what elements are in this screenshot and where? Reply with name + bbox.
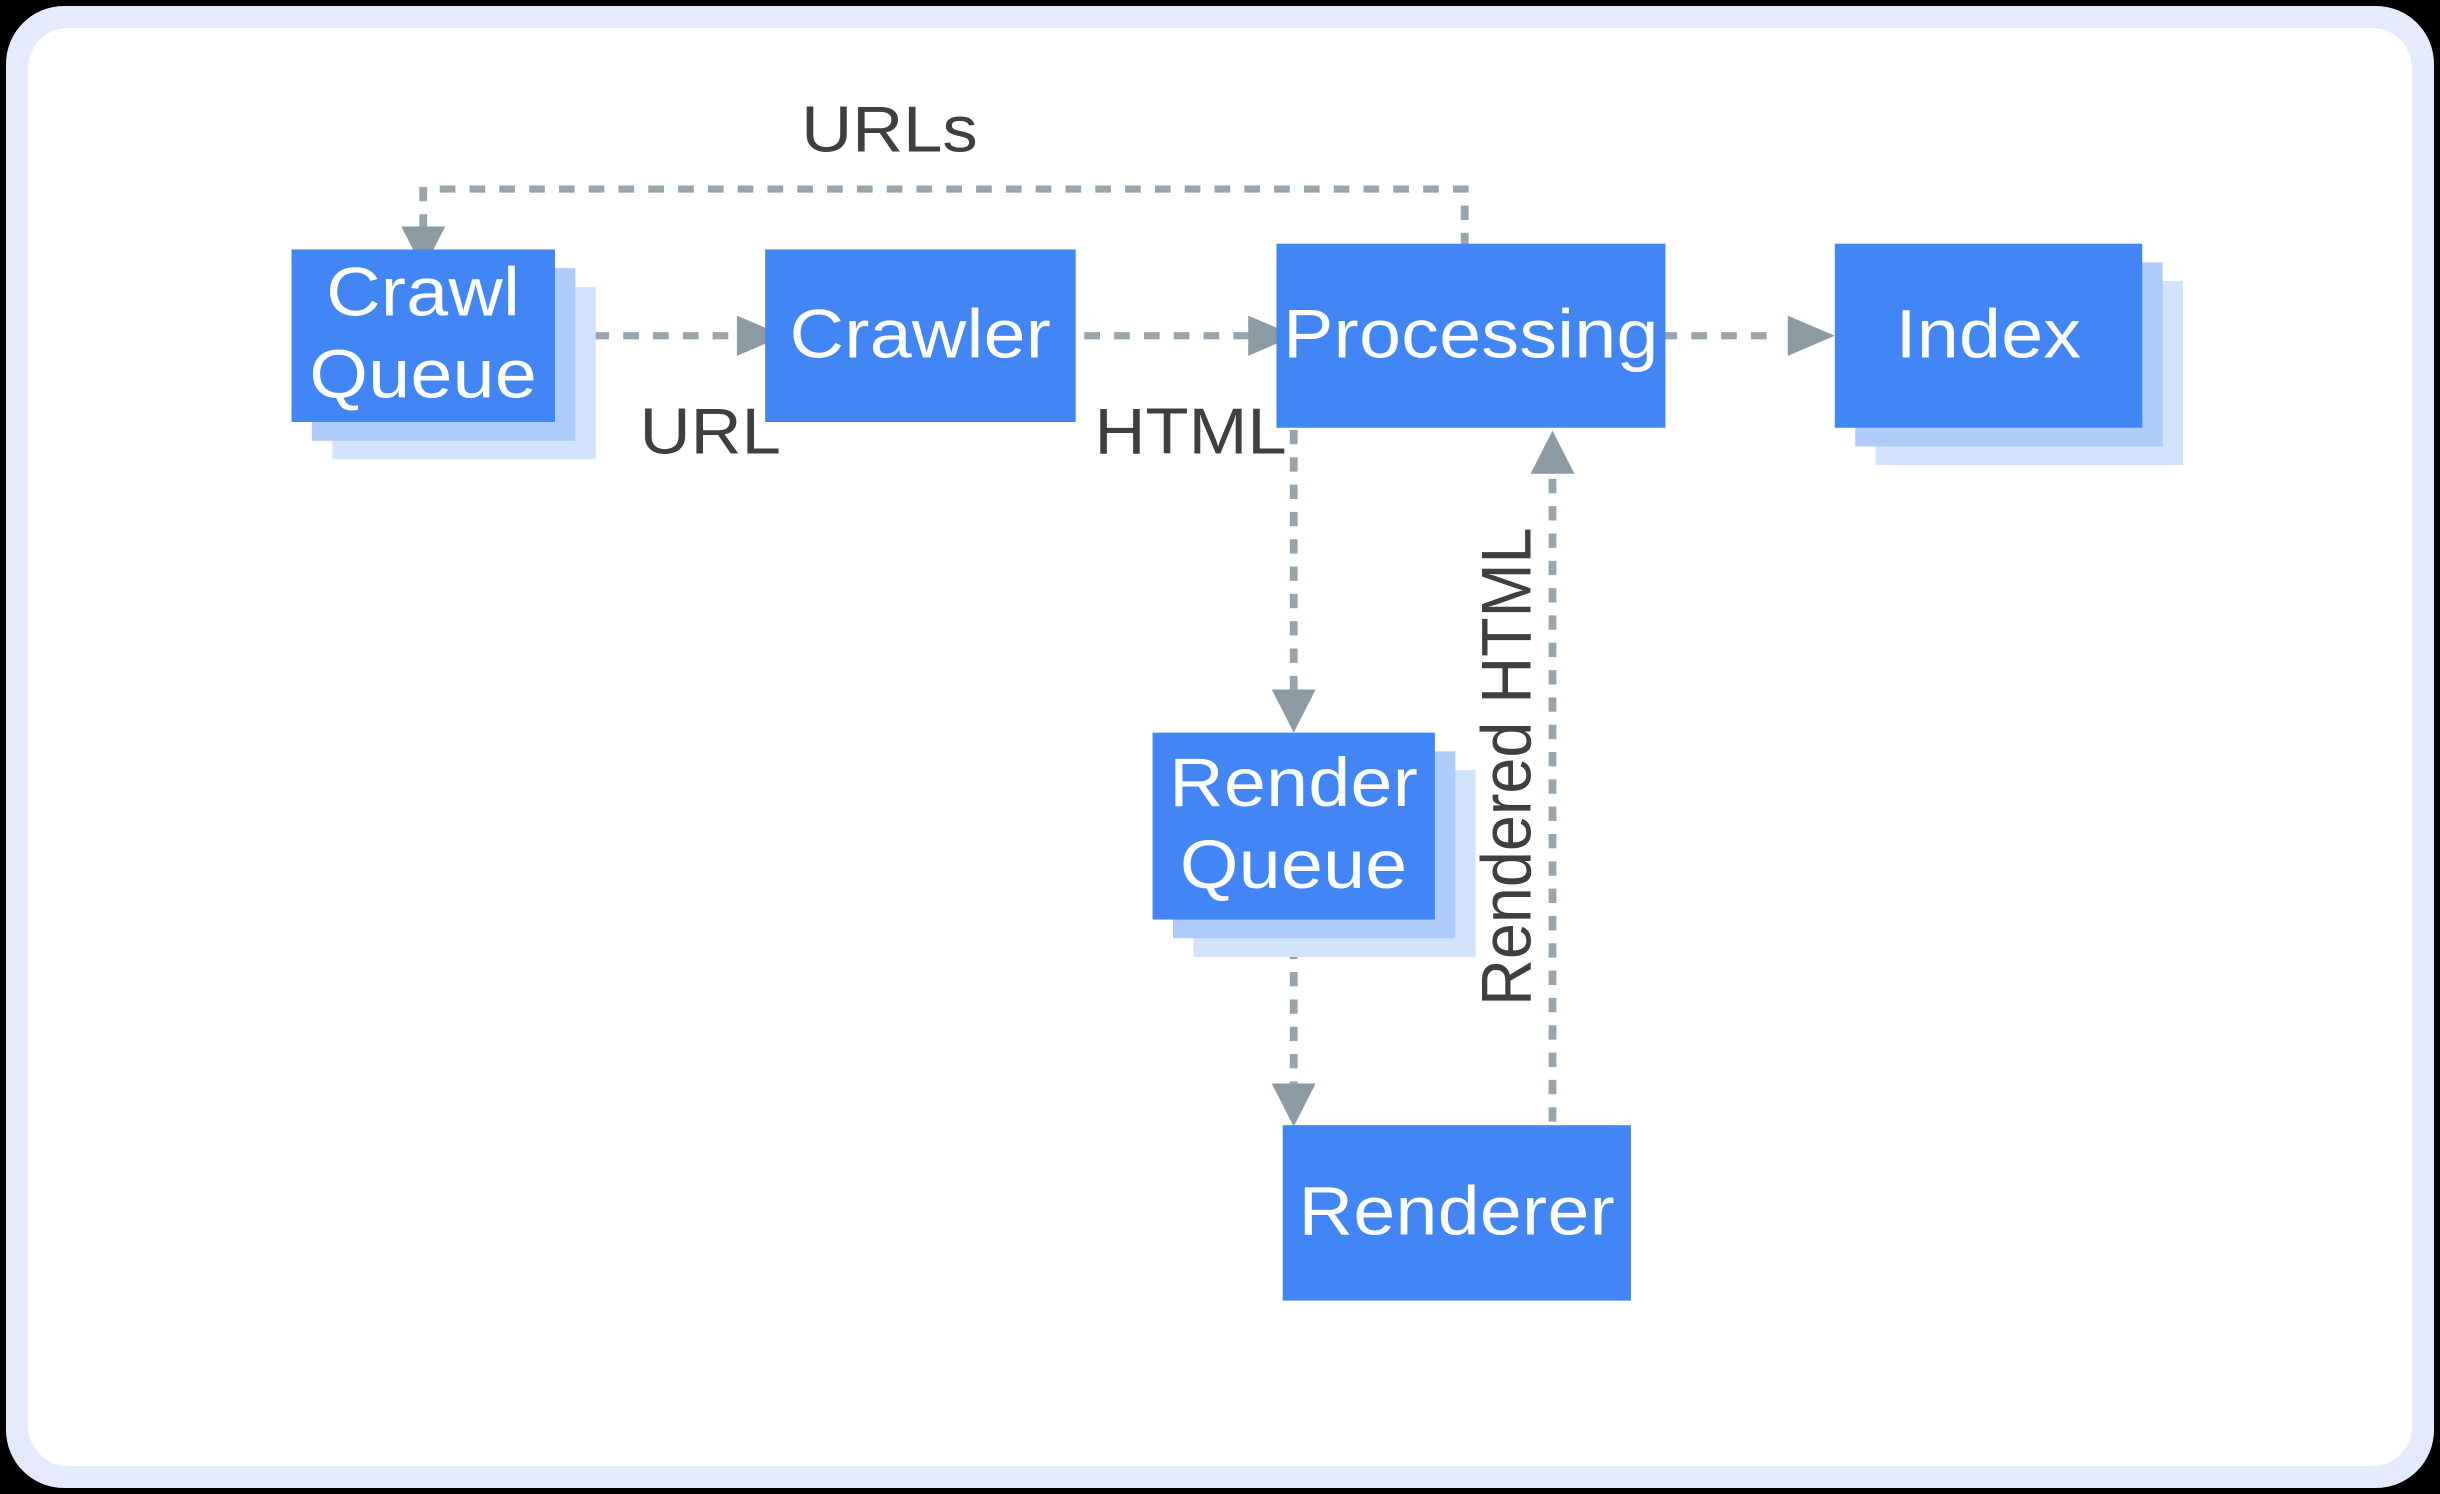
crawl-queue-face: Crawl Queue: [291, 249, 555, 423]
edge-label-rendered-html: Rendered HTML: [1466, 527, 1547, 1006]
edge-label-url: URL: [639, 394, 781, 469]
diagram-frame: Crawl Queue Crawler Processing Index: [6, 6, 2434, 1488]
edge-url: [563, 315, 784, 356]
diagram-canvas: Crawl Queue Crawler Processing Index: [28, 28, 2412, 1466]
crawler-face: Crawler: [765, 249, 1076, 423]
render-queue-label: Render Queue: [1169, 746, 1419, 904]
index-label: Index: [1895, 296, 2082, 373]
crawl-queue-label: Crawl Queue: [309, 255, 538, 414]
crawler-label: Crawler: [789, 296, 1052, 373]
edge-label-html: HTML: [1094, 394, 1287, 469]
renderer-face: Renderer: [1282, 1125, 1631, 1301]
node-crawler[interactable]: Crawler: [765, 249, 1076, 423]
diagram-card: Crawl Queue Crawler Processing Index: [28, 28, 2412, 1466]
edge-to-index: [1661, 315, 1835, 356]
renderer-label: Renderer: [1298, 1173, 1616, 1250]
edge-html: [1084, 315, 1296, 356]
render-queue-face: Render Queue: [1152, 732, 1435, 920]
index-face: Index: [1834, 243, 2143, 428]
edge-label-urls: URLs: [801, 92, 978, 167]
node-index[interactable]: Index: [1834, 243, 2184, 466]
node-crawl-queue[interactable]: Crawl Queue: [291, 249, 596, 460]
edge-to-render-queue: [1271, 429, 1316, 733]
node-render-queue[interactable]: Render Queue: [1152, 732, 1476, 957]
processing-face: Processing: [1276, 243, 1666, 428]
node-processing[interactable]: Processing: [1276, 243, 1666, 428]
node-renderer[interactable]: Renderer: [1282, 1125, 1631, 1301]
processing-label: Processing: [1283, 296, 1659, 373]
